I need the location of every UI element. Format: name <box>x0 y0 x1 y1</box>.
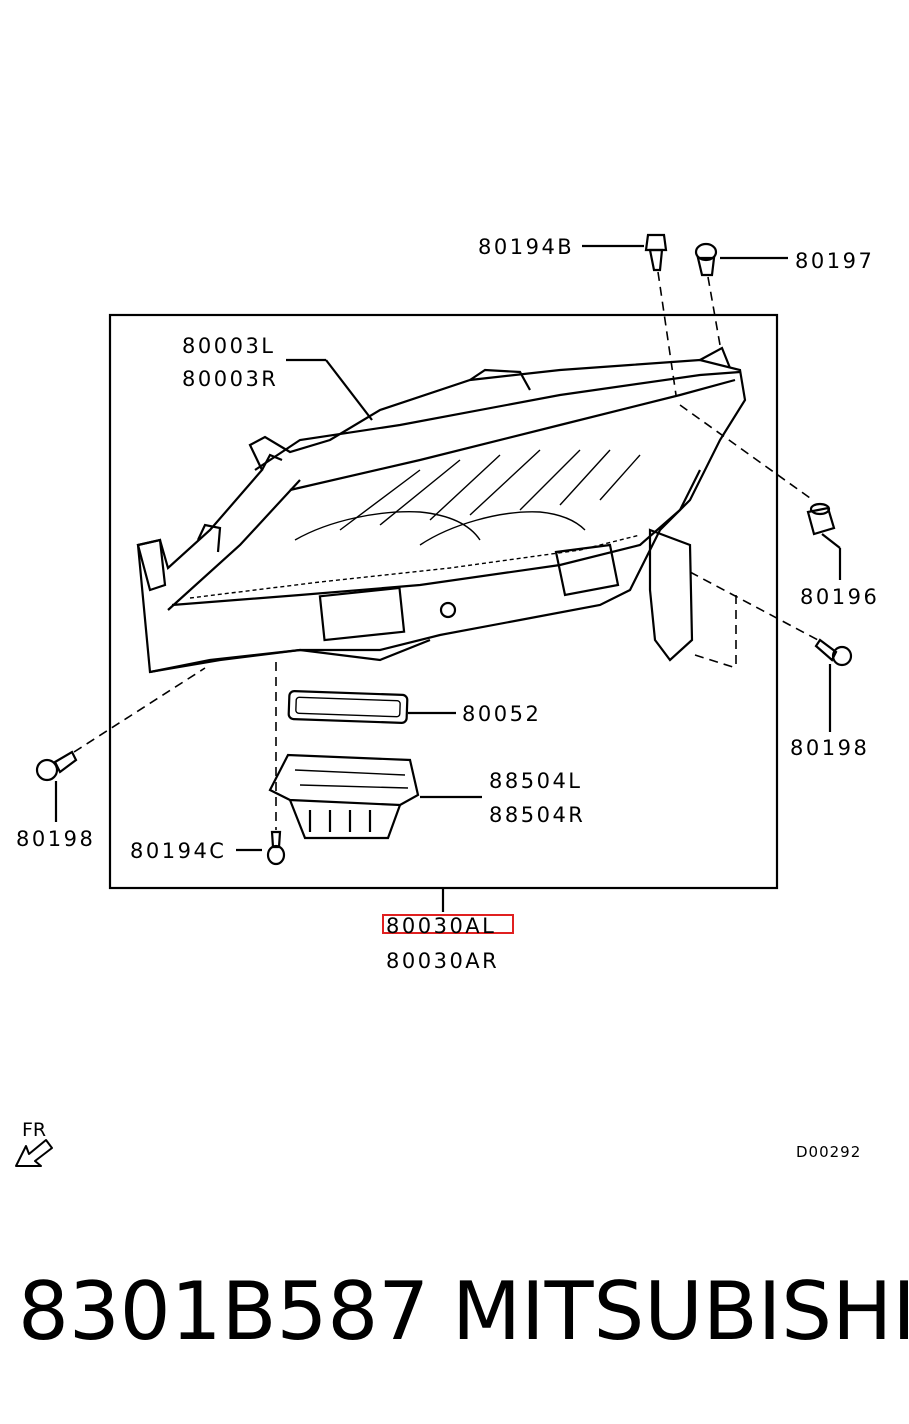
callout-80003L: 80003L <box>182 334 276 358</box>
gasket-80052 <box>287 690 409 724</box>
bolt-80197 <box>694 242 718 277</box>
clip-80196 <box>806 502 836 536</box>
leader-lines <box>54 244 842 852</box>
callout-80052: 80052 <box>462 702 541 726</box>
callout-80003R: 80003R <box>182 367 278 391</box>
assembly-lines <box>73 271 819 830</box>
callout-80196: 80196 <box>800 585 879 609</box>
screw-80194C <box>266 830 286 866</box>
callout-88504L: 88504L <box>489 769 583 793</box>
highlight-box <box>382 914 514 934</box>
callout-80194C: 80194C <box>130 839 226 863</box>
callout-80194B: 80194B <box>478 235 574 259</box>
callout-80197: 80197 <box>795 249 874 273</box>
gasket-80052-inner <box>295 696 401 718</box>
callout-88504R: 88504R <box>489 803 585 827</box>
bolt-80194B <box>644 233 668 272</box>
bolt-80198-left <box>35 750 78 782</box>
direction-label: FR <box>22 1119 46 1141</box>
diagram-code: D00292 <box>796 1143 861 1161</box>
control-module-88504 <box>268 753 420 840</box>
arrow-down-left-icon <box>15 1139 53 1167</box>
callout-80030AR: 80030AR <box>386 949 499 973</box>
callout-80030AL: 80030AL <box>386 914 496 938</box>
callout-80198-left: 80198 <box>16 827 95 851</box>
bolt-80198-right <box>814 638 853 667</box>
headlamp-assembly <box>136 346 747 674</box>
part-number: 8301B587 <box>18 1265 430 1358</box>
brand-name: MITSUBISHI <box>452 1265 909 1358</box>
callout-80198-right: 80198 <box>790 736 869 760</box>
